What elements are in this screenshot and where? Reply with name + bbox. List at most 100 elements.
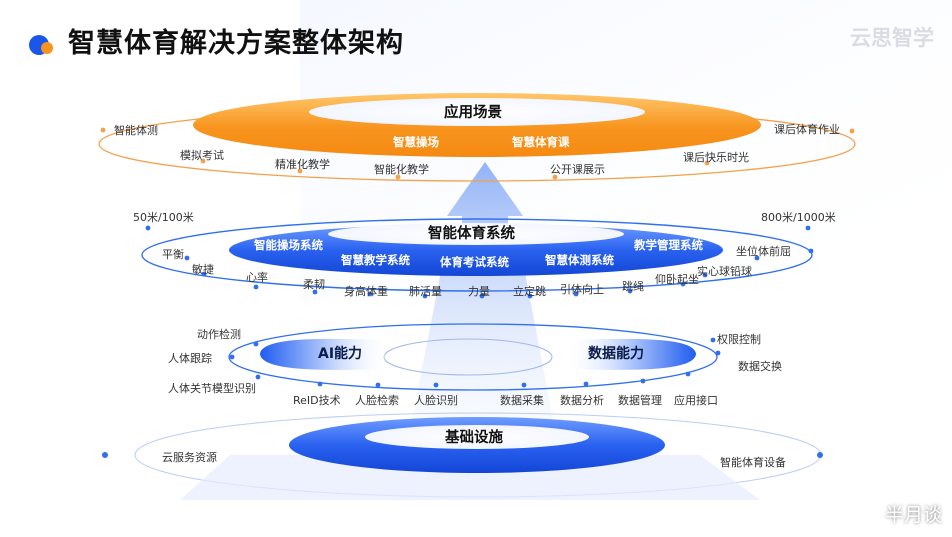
ring-dot [200, 158, 206, 164]
ai-pill [260, 338, 385, 370]
sys-ring-item: 立定跳 [513, 285, 546, 298]
infrastructure-base [180, 455, 760, 500]
app-ring-item: 课后体育作业 [774, 123, 840, 136]
infrastructure-layer [102, 412, 823, 500]
ring-dot [754, 255, 760, 261]
sys-ring-item: 800米/1000米 [761, 211, 836, 224]
cap-ring-item: 权限控制 [717, 333, 761, 346]
ring-dot [680, 281, 686, 287]
cap-ring-item: ReID技术 [293, 394, 341, 407]
app-core-item: 智慧操场 [393, 135, 439, 149]
sys-ring-item: 50米/100米 [133, 211, 194, 224]
ring-dot [395, 174, 401, 180]
ring-dot [710, 337, 716, 343]
app-ring-item: 智能化教学 [374, 163, 429, 176]
ai-capability-label: AI能力 [318, 346, 363, 362]
header-dots-icon [29, 35, 53, 55]
sys-ring-item: 力量 [468, 285, 490, 298]
infrastructure-title: 基础设施 [445, 430, 503, 446]
ring-dot [702, 272, 708, 278]
sys-core-item: 智能操场系统 [254, 238, 323, 252]
sys-core-item: 智慧体测系统 [545, 253, 614, 267]
cap-ring-item: 人脸检索 [355, 394, 399, 407]
app-ring-item: 智能体测 [114, 124, 158, 137]
cap-ring-item: 人脸识别 [414, 394, 458, 407]
ring-dot [573, 291, 579, 297]
ring-dots [100, 127, 855, 388]
system-title: 智能体育系统 [428, 226, 515, 242]
ring-dot [704, 160, 710, 166]
ring-dot [100, 127, 106, 133]
sys-ring-item: 引体向上 [560, 283, 604, 296]
infrastructure-inner [365, 425, 589, 449]
ring-dot [229, 354, 235, 360]
cap-ring-item: 数据管理 [618, 394, 662, 407]
ring-dot [253, 341, 259, 347]
capability-layer [228, 323, 718, 391]
app-ring-item: 公开课展示 [550, 163, 605, 176]
ring-dot [367, 291, 373, 297]
system-inner [328, 223, 624, 245]
cap-ring-item: 人体关节模型识别 [168, 382, 256, 395]
ring-dot [375, 382, 381, 388]
sys-ring-item: 心率 [246, 271, 268, 284]
infra-ring-item: 云服务资源 [162, 451, 217, 464]
data-pill [570, 338, 696, 370]
ring-dot [849, 128, 855, 134]
capability-ring [228, 323, 718, 391]
ring-dot [715, 350, 721, 356]
ring-dot [433, 382, 439, 388]
ring-dot [317, 381, 323, 387]
ring-dot [527, 293, 533, 299]
app-ring-item: 精准化教学 [275, 158, 330, 171]
brand-logo: 云思智学 [850, 26, 934, 50]
ring-dot [805, 225, 811, 231]
cap-ring-item: 数据分析 [560, 394, 604, 407]
sys-ring-item: 柔韧 [303, 278, 325, 291]
sys-ring-item: 仰卧起坐 [655, 273, 699, 286]
ring-dot [552, 174, 558, 180]
ring-dot [583, 381, 589, 387]
ring-dot [422, 293, 428, 299]
sys-ring-item: 跳绳 [622, 280, 644, 293]
ring-dot [312, 289, 318, 295]
sys-ring-item: 身高体重 [344, 285, 388, 298]
ring-dot [145, 225, 151, 231]
cap-ring-item: 数据采集 [500, 394, 544, 407]
cap-ring-item: 数据交换 [738, 360, 782, 373]
cap-ring-item: 应用接口 [674, 394, 718, 407]
app-ring-item: 课后快乐时光 [683, 151, 749, 164]
ring-dot [479, 293, 485, 299]
sys-ring-item: 敏捷 [192, 263, 214, 276]
cap-ring-item: 动作检测 [197, 328, 241, 341]
data-capability-label: 数据能力 [588, 346, 644, 362]
sys-core-item: 智慧教学系统 [341, 253, 410, 267]
app-core-item: 智慧体育课 [512, 135, 570, 149]
sys-ring-item: 实心球铅球 [697, 265, 752, 278]
sys-core-item: 教学管理系统 [634, 238, 703, 252]
system-layer [141, 218, 813, 292]
cap-ring-item: 人体跟踪 [168, 352, 212, 365]
ring-dot [253, 284, 259, 290]
ring-dot [521, 382, 527, 388]
ring-dot [297, 168, 303, 174]
ring-dot [627, 288, 633, 294]
sys-ring-item: 坐位体前屈 [736, 245, 791, 258]
page-title: 智慧体育解决方案整体架构 [68, 28, 404, 59]
ring-dot [640, 378, 646, 384]
ring-dot [184, 255, 190, 261]
sys-ring-item: 肺活量 [409, 285, 442, 298]
application-title: 应用场景 [444, 105, 502, 121]
ring-dot [255, 374, 261, 380]
ring-dot [685, 371, 691, 377]
infra-ring-item: 智能体育设备 [720, 456, 786, 469]
application-inner [309, 98, 645, 126]
application-layer [98, 93, 856, 182]
sys-core-item: 体育考试系统 [440, 255, 509, 269]
system-ring [141, 218, 813, 292]
sys-ring-item: 平衡 [162, 248, 184, 261]
ring-dot [201, 271, 207, 277]
ring-dot [808, 248, 814, 254]
